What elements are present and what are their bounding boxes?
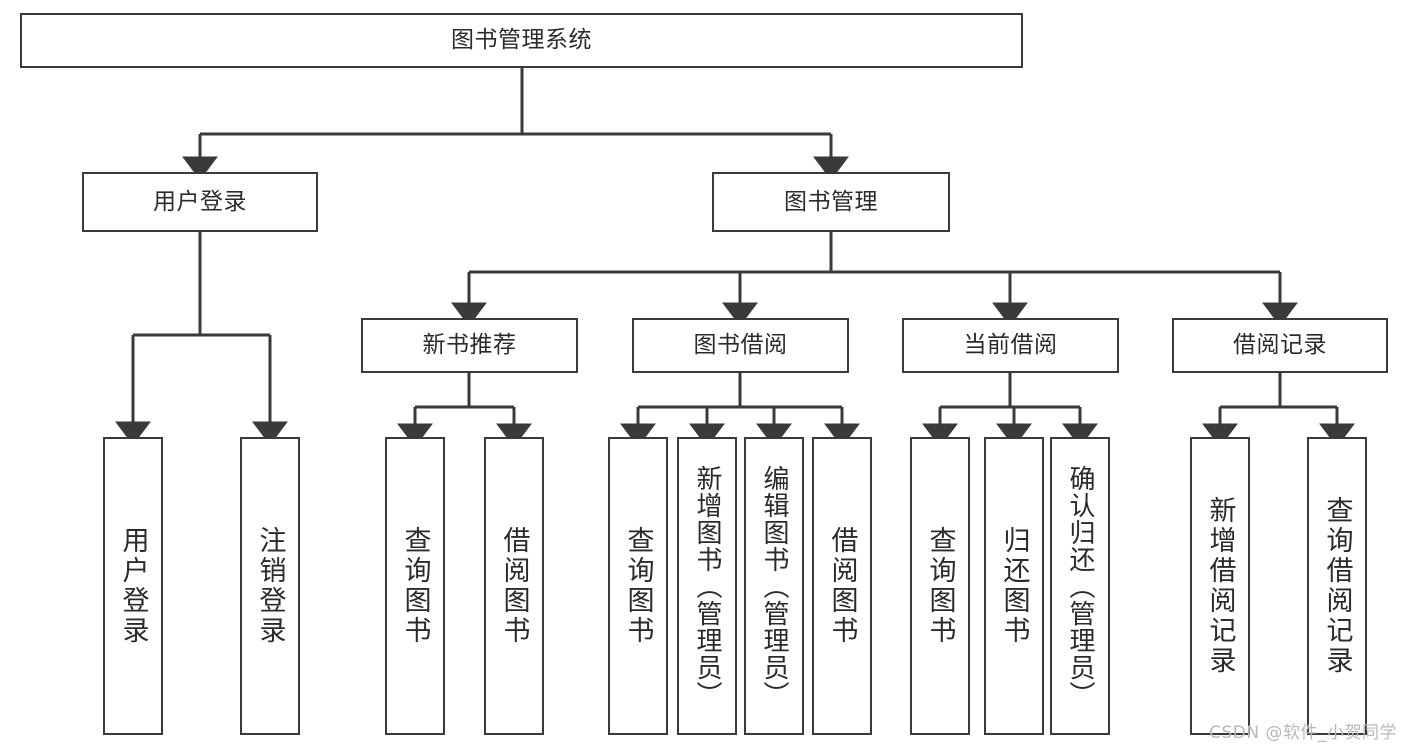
node-leaf-query-book-3[interactable]: 查询图书 <box>910 437 970 735</box>
node-label: 查询图书 <box>622 526 654 646</box>
node-book-management[interactable]: 图书管理 <box>712 172 950 232</box>
node-leaf-add-borrow-record[interactable]: 新增借阅记录 <box>1190 437 1250 735</box>
node-label: 图书借阅 <box>693 332 788 359</box>
node-label: 图书管理 <box>784 188 878 215</box>
node-label: 查询图书 <box>924 526 956 646</box>
node-label: 当前借阅 <box>963 332 1058 359</box>
node-leaf-edit-book-admin[interactable]: 编辑图书（管理员） <box>744 437 804 735</box>
node-label: 归还图书 <box>998 526 1030 646</box>
node-leaf-borrow-book-2[interactable]: 借阅图书 <box>812 437 872 735</box>
node-label: 编辑图书（管理员） <box>759 464 789 708</box>
node-new-book-recommend[interactable]: 新书推荐 <box>361 318 578 373</box>
node-leaf-query-borrow-record[interactable]: 查询借阅记录 <box>1307 437 1367 735</box>
node-leaf-borrow-book-1[interactable]: 借阅图书 <box>484 437 544 735</box>
node-leaf-user-login[interactable]: 用户登录 <box>103 437 163 735</box>
node-label: 用户登录 <box>153 188 247 215</box>
node-label: 用户登录 <box>117 526 149 646</box>
node-leaf-query-book-2[interactable]: 查询图书 <box>608 437 668 735</box>
node-label: 注销登录 <box>254 526 286 646</box>
node-borrow-record[interactable]: 借阅记录 <box>1172 318 1388 373</box>
node-label: 借阅记录 <box>1233 332 1327 359</box>
watermark-text: CSDN @软件_小贺同学 <box>1209 723 1397 743</box>
node-label: 确认归还（管理员） <box>1065 464 1095 708</box>
node-label: 借阅图书 <box>826 526 858 646</box>
node-leaf-confirm-return-admin[interactable]: 确认归还（管理员） <box>1050 437 1110 735</box>
node-label: 查询图书 <box>399 526 431 646</box>
node-user-login[interactable]: 用户登录 <box>82 172 318 232</box>
node-label: 新增图书（管理员） <box>692 464 722 708</box>
node-label: 借阅图书 <box>498 526 530 646</box>
node-label: 查询借阅记录 <box>1321 496 1353 676</box>
node-book-borrow[interactable]: 图书借阅 <box>632 318 849 373</box>
node-leaf-return-book[interactable]: 归还图书 <box>984 437 1044 735</box>
node-system-title[interactable]: 图书管理系统 <box>20 13 1023 68</box>
node-leaf-query-book-1[interactable]: 查询图书 <box>385 437 445 735</box>
node-leaf-logout-login[interactable]: 注销登录 <box>240 437 300 735</box>
node-current-borrow[interactable]: 当前借阅 <box>902 318 1119 373</box>
node-label: 图书管理系统 <box>451 27 592 54</box>
node-label: 新增借阅记录 <box>1204 496 1236 676</box>
node-leaf-add-book-admin[interactable]: 新增图书（管理员） <box>677 437 737 735</box>
node-label: 新书推荐 <box>422 332 517 359</box>
